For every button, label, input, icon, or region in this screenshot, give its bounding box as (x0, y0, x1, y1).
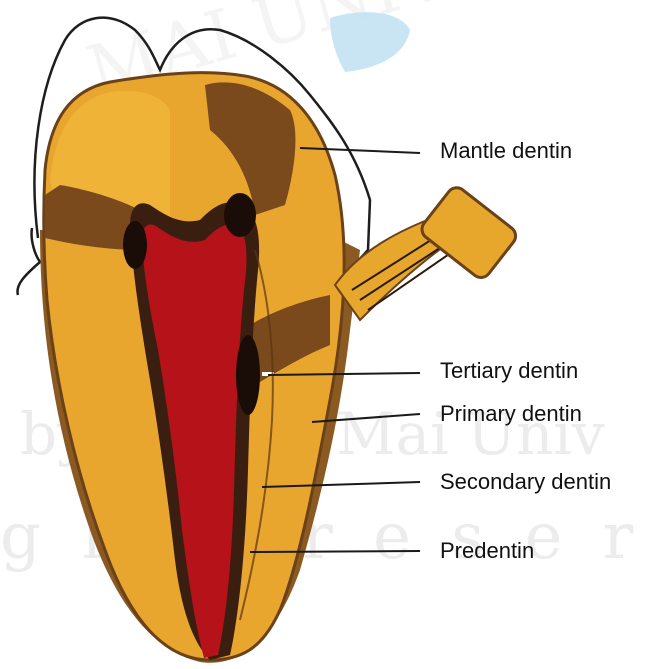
leader-predentin (250, 551, 420, 552)
label-mantle-dentin: Mantle dentin (440, 140, 572, 162)
label-primary-dentin: Primary dentin (440, 403, 582, 425)
nerve-cylinder (418, 184, 520, 282)
blue-brush-stroke (330, 12, 410, 72)
label-secondary-dentin: Secondary dentin (440, 471, 611, 493)
pulp-horn-right (224, 193, 256, 237)
label-tertiary-dentin: Tertiary dentin (440, 360, 578, 382)
tertiary-blob (236, 335, 260, 415)
label-predentin: Predentin (440, 540, 534, 562)
pulp-horn-left (123, 221, 147, 269)
